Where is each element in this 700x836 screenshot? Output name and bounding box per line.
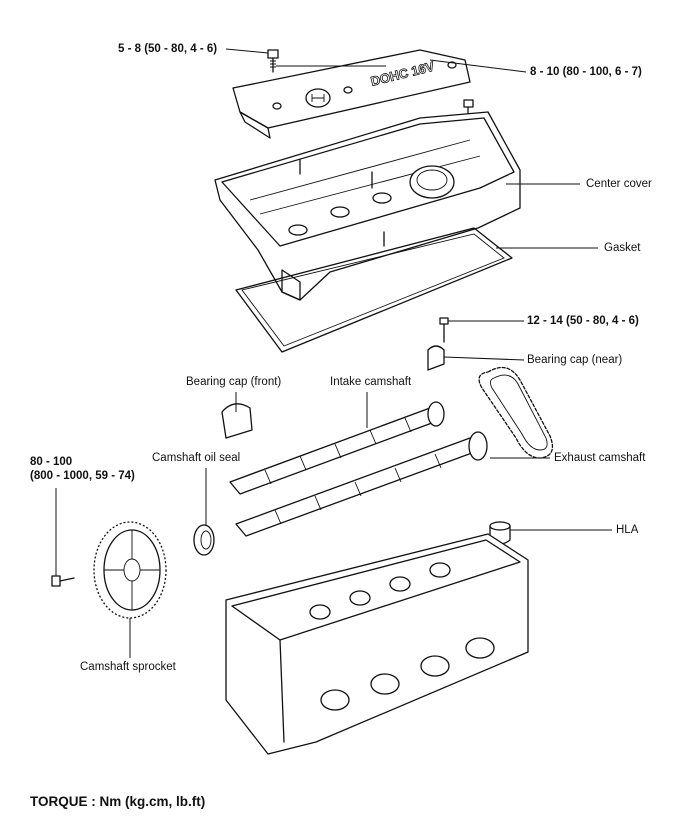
exhaust-camshaft-part: [235, 431, 488, 537]
hla-part: [489, 521, 511, 545]
hla-label: HLA: [616, 524, 639, 536]
bearing-cap-near-part: [427, 345, 445, 371]
gasket-ring: [235, 227, 513, 353]
exhaust-camshaft-label: Exhaust camshaft: [554, 452, 646, 464]
cylinder-head: [225, 533, 529, 755]
valve-cover: [214, 111, 521, 301]
bearing-cap-near-label: Bearing cap (near): [527, 354, 623, 366]
intake-camshaft-label: Intake camshaft: [330, 376, 412, 388]
sprocket-torque-label-line2: (800 - 1000, 59 - 74): [30, 470, 135, 482]
cover-bolt-torque-label: 5 - 8 (50 - 80, 4 - 6): [118, 43, 218, 55]
timing-belt: [478, 366, 554, 459]
bearing-cap-front-part: [221, 403, 253, 439]
camshaft-oil-seal-part: [193, 524, 215, 556]
cover-bolt: [267, 49, 279, 73]
center-cover-label: Center cover: [586, 178, 652, 190]
camshaft-sprocket-part: [93, 521, 167, 619]
sprocket-torque-label-line1: 80 - 100: [30, 456, 73, 468]
intake-camshaft-part: [229, 401, 445, 495]
torque-units-footer: TORQUE : Nm (kg.cm, lb.ft): [30, 794, 206, 809]
bearing-cap-bolt: [439, 317, 449, 343]
gasket-label: Gasket: [604, 242, 641, 254]
camshaft-sprocket-label: Camshaft sprocket: [80, 661, 176, 673]
bearing-cap-torque-label: 12 - 14 (50 - 80, 4 - 6): [527, 315, 639, 327]
camshaft-oil-seal-label: Camshaft oil seal: [152, 452, 241, 464]
cover-bolts-torque-label: 8 - 10 (80 - 100, 6 - 7): [530, 66, 642, 78]
leader-lines: [55, 48, 612, 658]
bearing-cap-front-label: Bearing cap (front): [186, 376, 282, 388]
sprocket-bolt: [51, 575, 75, 587]
center-cover-plate: DOHC 16V: [232, 49, 471, 139]
